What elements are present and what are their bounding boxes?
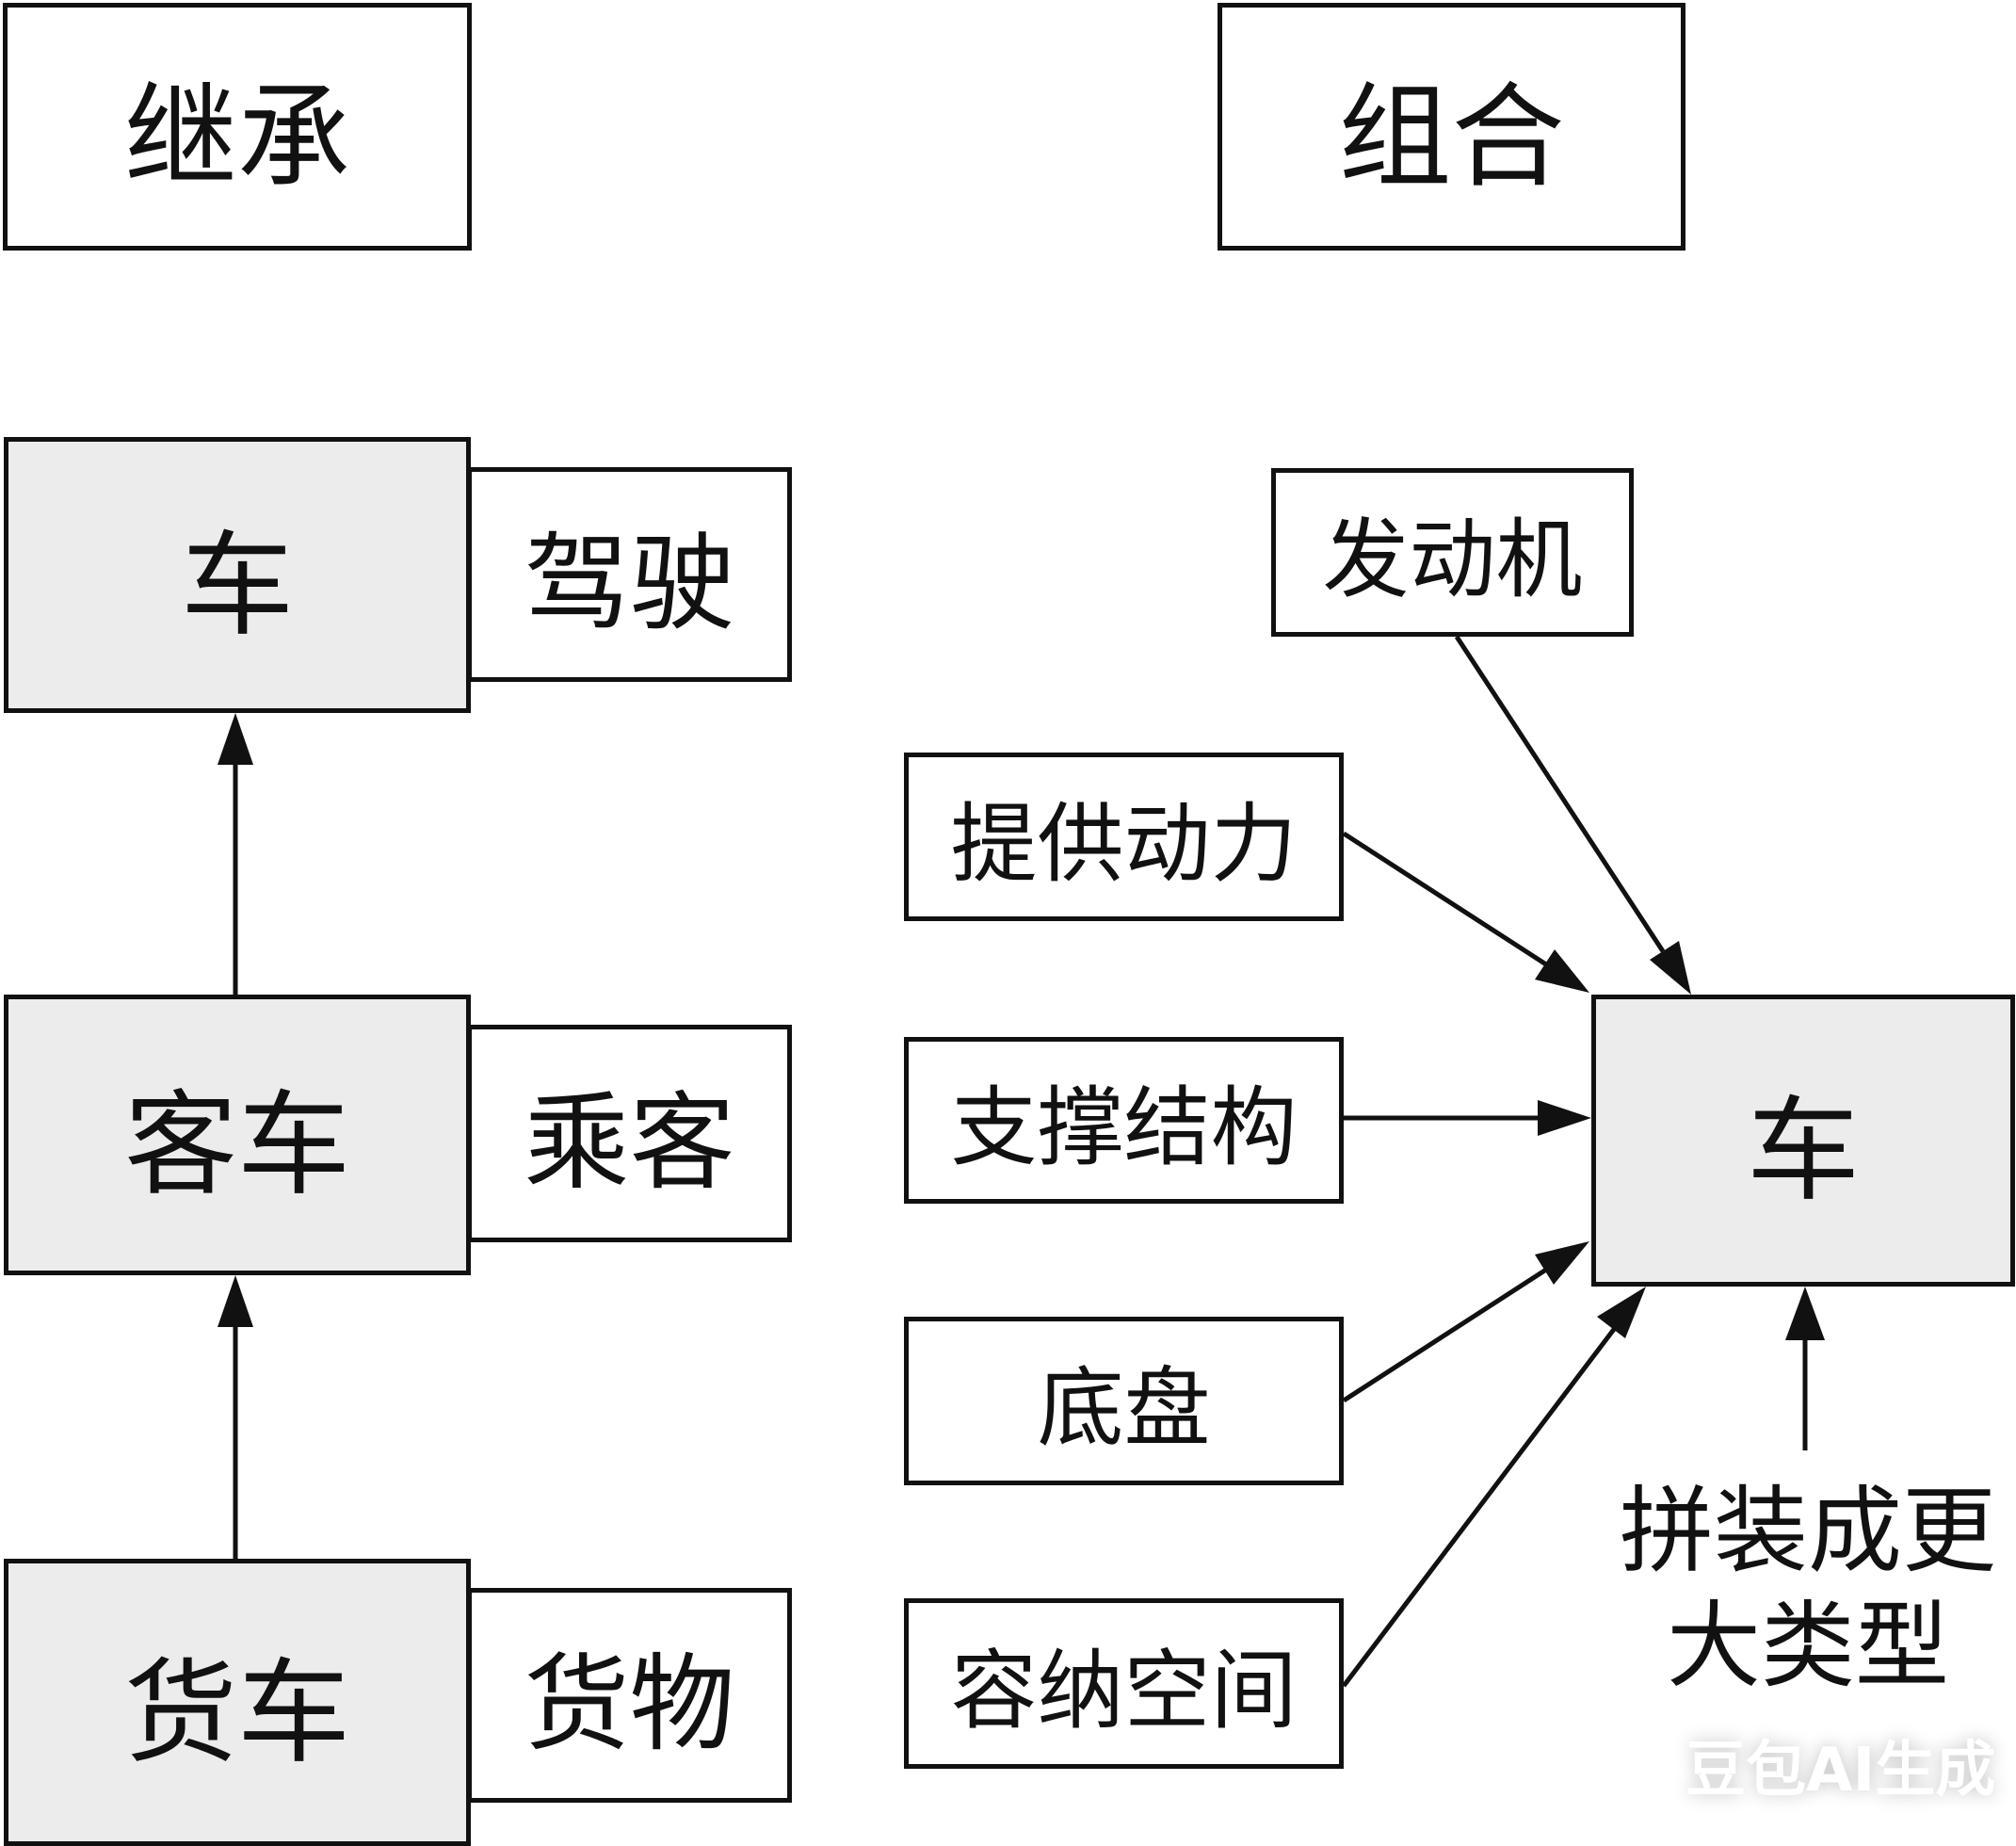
part-name: 底盘 [1037,1358,1211,1459]
member-name: 乘客 [524,1081,735,1205]
part-space-box: 容纳空间 [904,1598,1344,1769]
part-engine-box: 发动机 [1271,468,1634,637]
part-structure-box: 支撑结构 [904,1037,1344,1204]
arrowhead [1650,941,1691,995]
arrowhead [218,713,253,765]
member-cargo-box: 货物 [467,1588,792,1803]
arrowhead [1597,1287,1646,1338]
class-name: 货车 [124,1647,350,1779]
arrowhead [1538,1100,1591,1136]
inheritance-title: 继承 [124,72,350,203]
composed-car-box: 车 [1591,995,2015,1287]
composition-title-box: 组合 [1218,3,1685,251]
caption-line-2: 大类型 [1667,1591,1949,1701]
part-name: 提供动力 [950,794,1298,895]
class-truck-box: 货车 [4,1559,471,1846]
arrow-power-to-car [1342,831,1548,967]
caption-line-1: 拼装成更 [1620,1476,1996,1586]
arrowhead [1535,1241,1589,1285]
member-name: 驾驶 [524,523,735,645]
arrow-engine-to-car [1454,635,1666,953]
composed-class-name: 车 [1747,1086,1860,1217]
arrow-chassis-to-car [1342,1267,1548,1403]
arrowhead [218,1275,253,1327]
class-bus-box: 客车 [4,995,471,1275]
class-name: 客车 [124,1080,350,1211]
watermark: 豆包AI生成 [1685,1736,1996,1806]
part-chassis-box: 底盘 [904,1317,1344,1485]
assemble-caption: 拼装成更 大类型 [1601,1474,2015,1704]
part-power-box: 提供动力 [904,753,1344,921]
member-drive-box: 驾驶 [467,467,792,682]
member-passenger-box: 乘客 [467,1025,792,1242]
class-car-box: 车 [4,437,471,713]
inheritance-title-box: 继承 [3,3,472,251]
arrowhead [1535,949,1589,993]
part-name: 支撑结构 [950,1077,1298,1178]
part-name: 发动机 [1322,510,1583,610]
composition-title: 组合 [1338,72,1565,203]
arrow-space-to-car [1342,1326,1617,1688]
class-name: 车 [181,520,294,652]
member-name: 货物 [524,1644,735,1766]
arrowhead [1785,1287,1825,1340]
part-name: 容纳空间 [950,1641,1298,1741]
